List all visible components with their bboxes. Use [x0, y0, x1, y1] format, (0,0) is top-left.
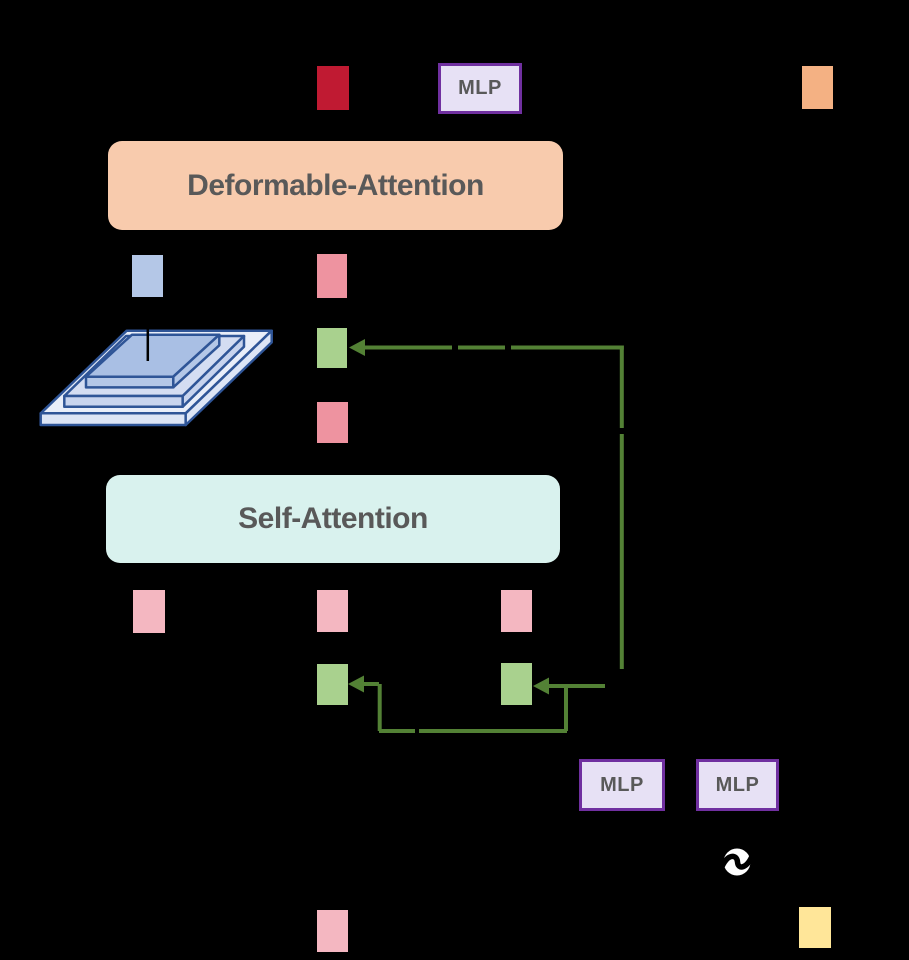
token-green-middle — [317, 664, 348, 705]
token-pink-middle — [317, 590, 348, 632]
token-pink-bottom — [317, 910, 348, 952]
token-red — [317, 66, 349, 110]
token-salmon-upper — [317, 254, 347, 298]
token-pink-left — [133, 590, 165, 633]
arrowhead-into-green-token-top — [349, 339, 365, 356]
token-blue — [132, 255, 163, 297]
mlp-top-label: MLP — [458, 77, 502, 99]
feature-pyramid-icon — [39, 328, 273, 427]
token-green-top — [317, 328, 347, 368]
mlp-block-bottom-left: MLP — [579, 759, 665, 811]
token-green-right — [501, 663, 532, 705]
token-salmon-lower — [317, 402, 348, 443]
deformable-attention-label: Deformable-Attention — [187, 168, 484, 202]
mlp-block-bottom-right: MLP — [696, 759, 779, 811]
mlp-block-top: MLP — [438, 63, 522, 114]
self-attention-block: Self-Attention — [106, 475, 560, 563]
self-attention-label: Self-Attention — [238, 502, 428, 535]
positional-encoding-sine-icon — [718, 848, 756, 876]
arrowhead-into-green-token-right — [533, 677, 549, 695]
token-yellow — [799, 907, 831, 948]
mlp-bottom-right-label: MLP — [715, 773, 760, 796]
token-pink-right — [501, 590, 532, 632]
token-orange — [802, 66, 833, 109]
arrowhead-into-green-token-middle — [348, 675, 364, 693]
mlp-bottom-left-label: MLP — [600, 773, 644, 796]
deformable-attention-block: Deformable-Attention — [108, 141, 563, 230]
